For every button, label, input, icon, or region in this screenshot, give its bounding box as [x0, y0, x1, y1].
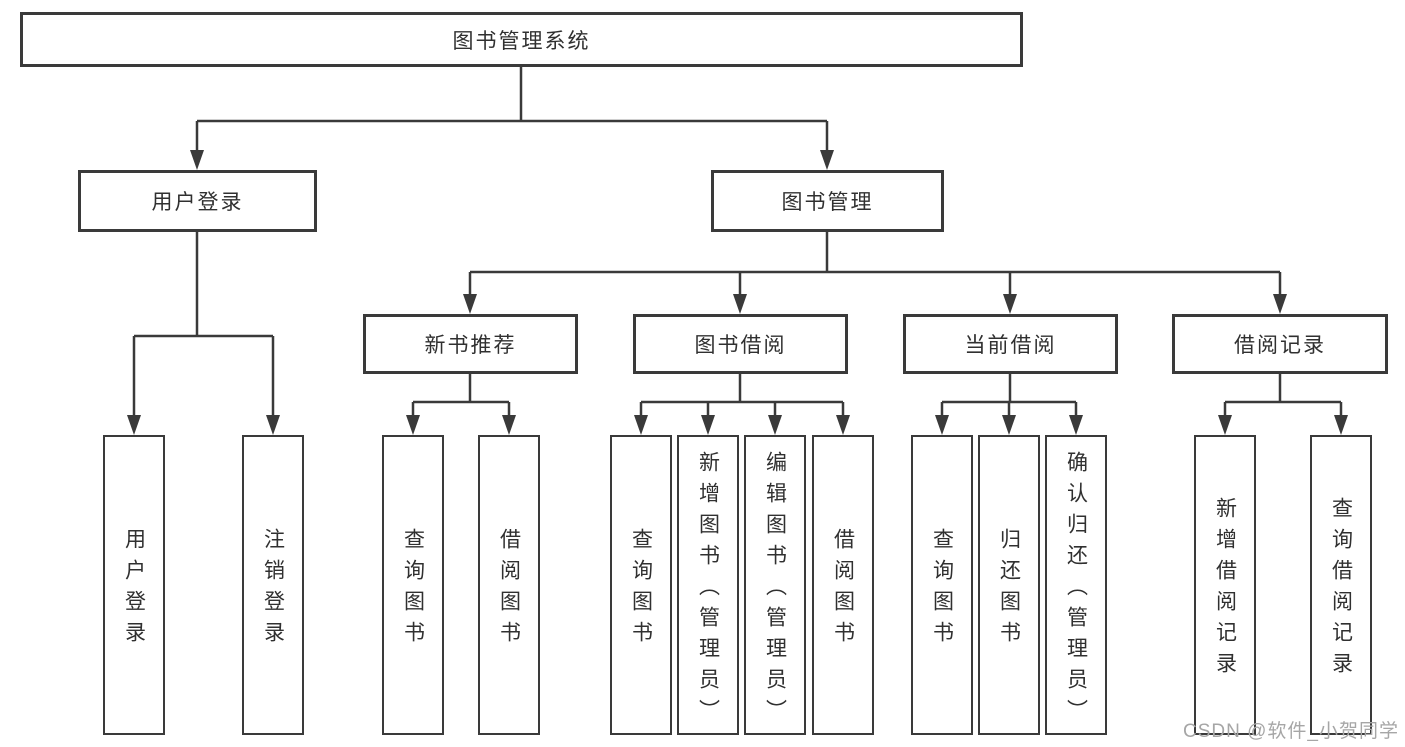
edges-current-borrow-branch: [935, 374, 1083, 435]
leaf-query-books-recommend: 查询图书: [382, 435, 444, 735]
leaf-query-books-borrow-label: 查询图书: [629, 528, 653, 652]
node-user-login-label: 用户登录: [151, 191, 244, 214]
leaf-confirm-return-admin: 确认归还（管理员）: [1045, 435, 1107, 735]
node-current-borrow: 当前借阅: [903, 314, 1118, 374]
leaf-logout: 注销登录: [242, 435, 304, 735]
node-book-management: 图书管理: [711, 170, 944, 232]
leaf-query-books-current-label: 查询图书: [930, 528, 954, 652]
leaf-query-books-recommend-label: 查询图书: [401, 528, 425, 652]
leaf-add-borrow-record-label: 新增借阅记录: [1213, 497, 1237, 683]
leaf-edit-books-admin-label: 编辑图书（管理员）: [763, 450, 787, 730]
edges-book-borrow-branch: [634, 374, 850, 435]
leaf-add-books-admin: 新增图书（管理员）: [677, 435, 739, 735]
node-new-book-recommend: 新书推荐: [363, 314, 578, 374]
leaf-user-login-label: 用户登录: [122, 528, 146, 652]
node-borrow-records: 借阅记录: [1172, 314, 1388, 374]
edges-root-to-level2: [190, 67, 834, 170]
node-new-book-recommend-label: 新书推荐: [424, 334, 517, 357]
node-current-borrow-label: 当前借阅: [964, 334, 1057, 357]
leaf-borrow-books: 借阅图书: [812, 435, 874, 735]
edges-new-book-recommend-branch: [406, 374, 516, 435]
leaf-borrow-books-recommend: 借阅图书: [478, 435, 540, 735]
leaf-edit-books-admin: 编辑图书（管理员）: [744, 435, 806, 735]
leaf-return-books-label: 归还图书: [997, 528, 1021, 652]
leaf-confirm-return-admin-label: 确认归还（管理员）: [1064, 450, 1088, 730]
leaf-borrow-books-label: 借阅图书: [831, 528, 855, 652]
leaf-logout-label: 注销登录: [261, 528, 285, 652]
node-borrow-records-label: 借阅记录: [1234, 334, 1326, 357]
node-book-borrow: 图书借阅: [633, 314, 848, 374]
leaf-borrow-books-recommend-label: 借阅图书: [497, 528, 521, 652]
node-book-borrow-label: 图书借阅: [694, 334, 787, 357]
leaf-add-borrow-record: 新增借阅记录: [1194, 435, 1256, 735]
leaf-add-books-admin-label: 新增图书（管理员）: [696, 450, 720, 730]
leaf-query-books-borrow: 查询图书: [610, 435, 672, 735]
leaf-user-login: 用户登录: [103, 435, 165, 735]
leaf-query-borrow-record: 查询借阅记录: [1310, 435, 1372, 735]
node-root: 图书管理系统: [20, 12, 1023, 67]
node-root-label: 图书管理系统: [452, 29, 591, 53]
edges-book-management-branch: [463, 232, 1287, 314]
leaf-query-borrow-record-label: 查询借阅记录: [1329, 497, 1353, 683]
leaf-query-books-current: 查询图书: [911, 435, 973, 735]
node-book-management-label: 图书管理: [781, 191, 874, 214]
edges-borrow-records-branch: [1218, 374, 1348, 435]
csdn-watermark: CSDN @软件_小贺同学: [1183, 721, 1399, 742]
edges-user-login-branch: [127, 232, 280, 435]
node-user-login: 用户登录: [78, 170, 317, 232]
leaf-return-books: 归还图书: [978, 435, 1040, 735]
